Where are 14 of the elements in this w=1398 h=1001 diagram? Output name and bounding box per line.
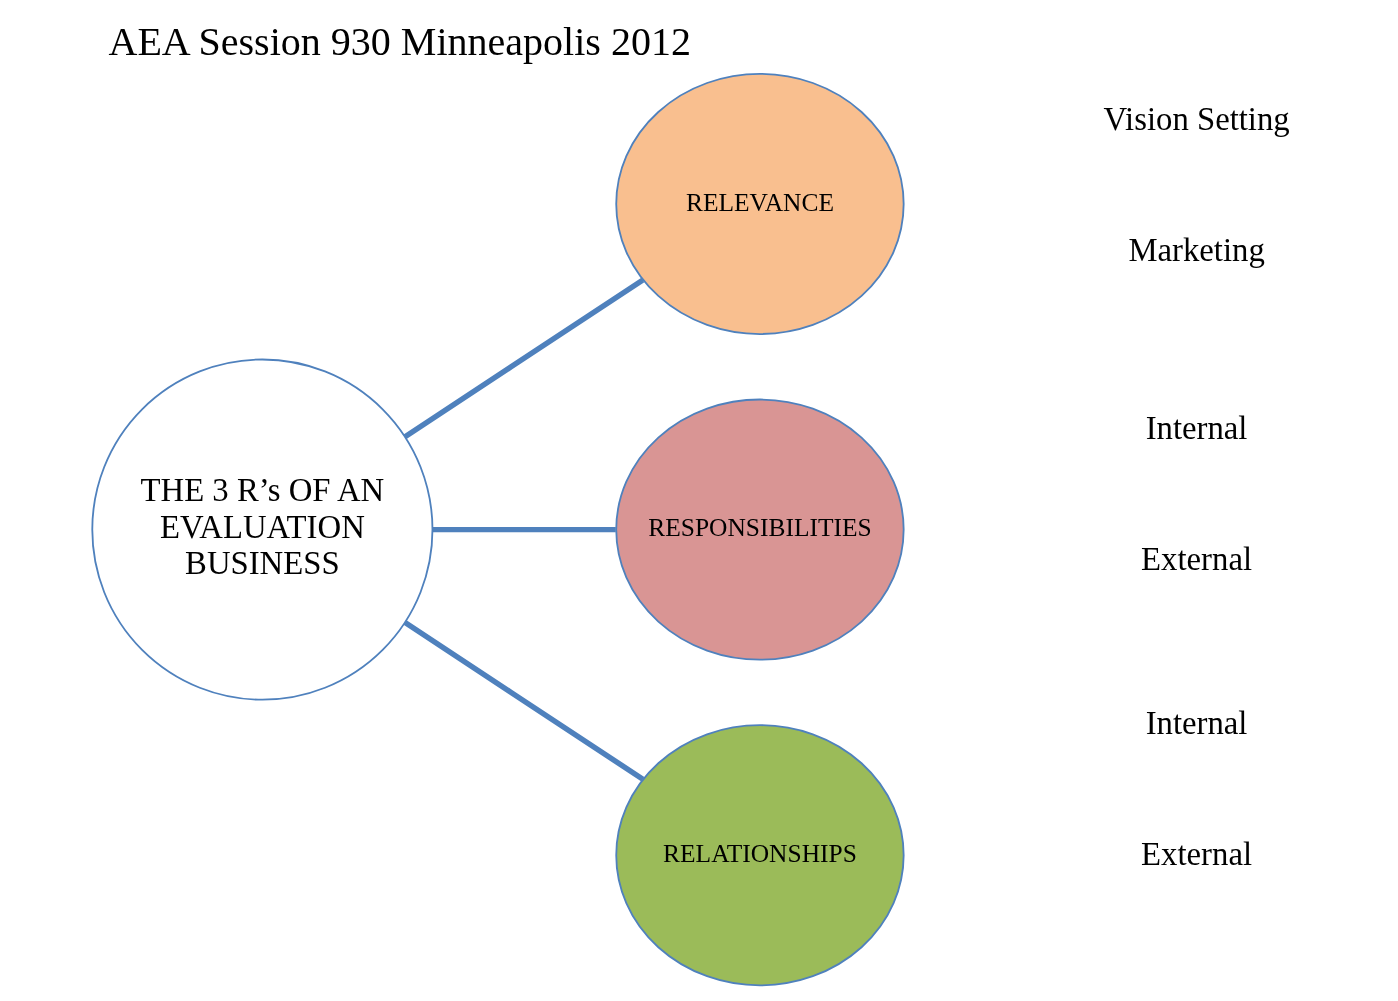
label: Internal xyxy=(1145,705,1248,742)
connector xyxy=(403,277,645,439)
label: Vision Setting xyxy=(1103,101,1290,138)
node-circle: THE 3 R’s OF AN EVALUATION BUSINESS xyxy=(91,358,434,701)
diagram-title: AEA Session 930 Minneapolis 2012 xyxy=(108,18,691,64)
label: Internal xyxy=(1145,410,1248,447)
label: External xyxy=(1141,541,1253,578)
node-circle: RELATIONSHIPS xyxy=(615,724,905,987)
label: External xyxy=(1141,836,1253,873)
connector xyxy=(432,526,616,533)
connector xyxy=(403,620,645,782)
label: Marketing xyxy=(1128,232,1265,269)
node-circle: RESPONSIBILITIES xyxy=(615,398,905,661)
node-circle: RELEVANCE xyxy=(615,72,905,335)
